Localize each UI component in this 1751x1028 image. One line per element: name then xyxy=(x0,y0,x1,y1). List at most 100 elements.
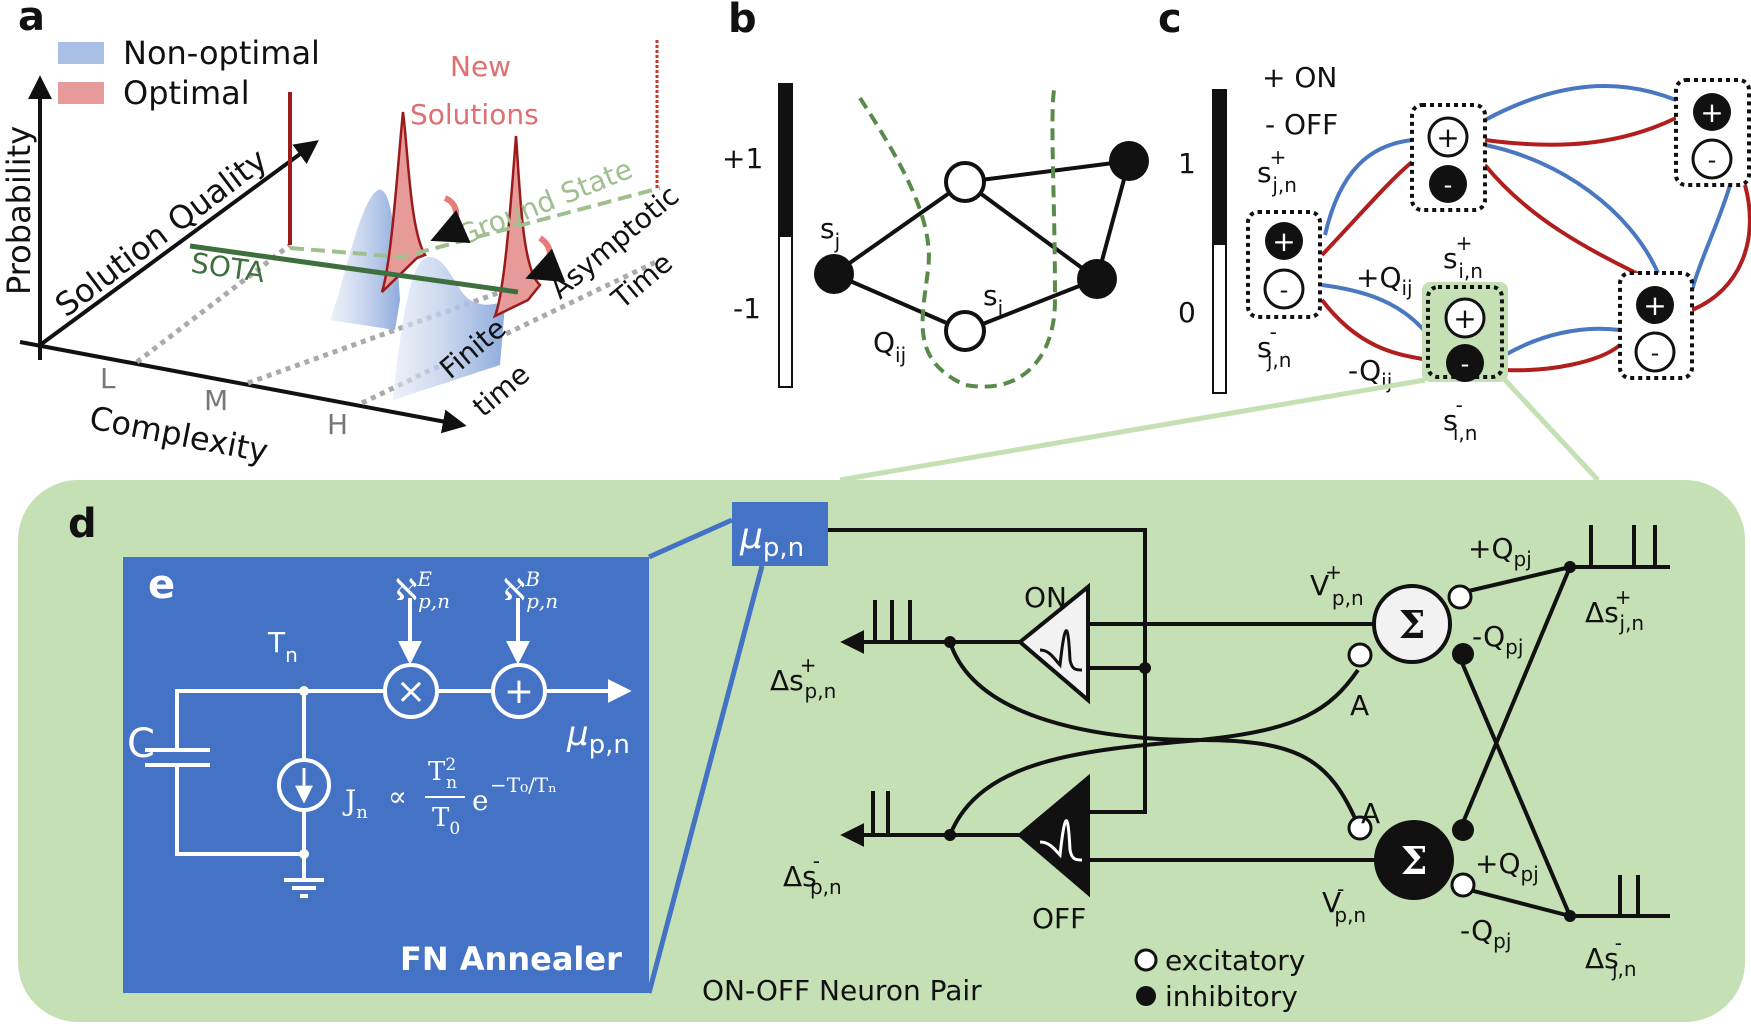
ground-state-line xyxy=(289,186,661,260)
panel-letter-c: c xyxy=(1158,0,1182,42)
legend-swatch-nonoptimal xyxy=(58,42,104,64)
si-plus-label: s+i,n xyxy=(1443,231,1483,283)
spike-waveform-icon xyxy=(1039,819,1083,862)
adder-icon xyxy=(491,663,547,719)
synapse-inhibitory xyxy=(1452,819,1474,841)
probability-axis-label: Probability xyxy=(0,126,38,295)
svg-text:T0: T0 xyxy=(432,803,460,839)
node-top xyxy=(944,161,986,203)
on-label: ON xyxy=(1024,581,1067,614)
v-minus-label: V-p,n xyxy=(1322,877,1366,927)
a-label-bottom: A xyxy=(1361,797,1380,830)
scale-bottom-label: -1 xyxy=(733,292,761,325)
junction-mu xyxy=(1139,662,1151,674)
neuron-pair-wiring xyxy=(828,528,1670,918)
scale-top-label: +1 xyxy=(722,142,763,175)
off-label: OFF xyxy=(1032,902,1086,935)
neuron-pair-right: + - xyxy=(1618,271,1694,380)
svg-text:-: - xyxy=(1444,171,1453,199)
new-solutions-label-line2: Solutions xyxy=(410,98,539,131)
annealer-callout-top xyxy=(647,517,734,560)
ds-minus-j-label: Δs-j,n xyxy=(1585,931,1637,981)
sj-plus-label: s+j,n xyxy=(1257,145,1297,197)
callout-line-left xyxy=(839,377,1426,483)
svg-text:-: - xyxy=(1651,339,1660,367)
synapse-excitatory xyxy=(1450,872,1476,898)
tick-high: H xyxy=(327,408,348,441)
dist-nonoptimal-medium xyxy=(330,189,400,330)
spin-scale-fill xyxy=(779,84,792,237)
sota-line xyxy=(189,243,519,295)
complexity-axis xyxy=(19,340,467,434)
partition-cut-curve xyxy=(858,89,1058,389)
node-top-right xyxy=(1109,141,1149,181)
node-tn xyxy=(299,686,309,696)
a-label-top: A xyxy=(1350,689,1369,722)
junction-off xyxy=(944,829,956,841)
node-sj xyxy=(814,254,854,294)
rate-scale-top: 1 xyxy=(1178,147,1196,180)
synapse-excitatory xyxy=(1347,642,1373,668)
svg-text:T2n: T2n xyxy=(428,755,457,793)
spike-optimal-medium xyxy=(380,111,427,293)
panel-d: d e xyxy=(18,480,1745,1022)
sj-minus-label: s-j,n xyxy=(1257,320,1291,372)
mu-output-label: μp,n xyxy=(566,714,630,760)
svg-text:+: + xyxy=(1453,302,1476,335)
legend-excitatory-icon xyxy=(1134,948,1158,972)
mu-box-label: μp,n xyxy=(739,516,804,563)
tick-medium: M xyxy=(204,384,228,417)
neuron-pair-caption: ON-OFF Neuron Pair xyxy=(702,974,982,1007)
svg-text:+: + xyxy=(1272,225,1295,258)
multiplier-symbol: × xyxy=(396,671,426,712)
solution-quality-axis xyxy=(38,140,319,347)
panel-letter-a: a xyxy=(18,0,45,40)
legend-on: + ON xyxy=(1262,61,1337,94)
legend-inhibitory-icon xyxy=(1136,986,1156,1006)
annealer-circuit xyxy=(145,598,632,898)
q-neg-bottom-label: -Qpj xyxy=(1460,914,1511,953)
fn-annealer-title: FN Annealer xyxy=(400,940,622,978)
svg-text:e: e xyxy=(472,784,489,817)
neuron-pair-si: + - xyxy=(1422,282,1508,382)
synapse-excitatory xyxy=(1347,815,1373,841)
svg-text:-: - xyxy=(1280,276,1289,304)
mu-box xyxy=(732,502,828,566)
junction-ds-plus xyxy=(1564,561,1576,573)
off-neuron xyxy=(1016,773,1090,898)
node-ground xyxy=(299,849,309,859)
node-si xyxy=(944,310,986,352)
new-solutions-label-line1: New xyxy=(450,50,511,83)
plus-q-label: +Qij xyxy=(1356,261,1413,300)
legend-label-nonoptimal: Non-optimal xyxy=(123,34,320,72)
node-si-label: si xyxy=(983,279,1003,320)
complexity-axis-label: Complexity xyxy=(86,399,271,471)
sigma-on: Σ xyxy=(1399,602,1426,647)
synapse-excitatory xyxy=(1447,584,1473,610)
callout-line-right xyxy=(1503,378,1600,482)
dist-nonoptimal-high xyxy=(393,256,505,400)
improvement-arrow-1 xyxy=(430,195,471,243)
v-plus-label: V+p,n xyxy=(1310,560,1364,610)
tick-low: L xyxy=(100,362,116,395)
panel-b: b +1 -1 sj si Qij xyxy=(722,0,1149,389)
svg-text:−T₀/Tₙ: −T₀/Tₙ xyxy=(490,773,557,797)
node-right xyxy=(1077,259,1117,299)
minus-q-label: -Qij xyxy=(1348,354,1392,393)
legend-label-optimal: Optimal xyxy=(123,74,250,112)
spike-trains xyxy=(871,525,1657,916)
ds-minus-p-label: Δs-p,n xyxy=(783,849,842,899)
annealer-callout-bottom xyxy=(646,565,765,994)
solution-quality-axis-label: Solution Quality xyxy=(48,141,274,325)
svg-text:-: - xyxy=(1461,350,1470,378)
svg-text:-: - xyxy=(1708,146,1717,174)
ds-plus-j-label: Δs+j,n xyxy=(1585,585,1644,635)
neuron-pair-top: + - xyxy=(1410,103,1487,212)
on-neuron-active xyxy=(1265,222,1303,260)
on-neuron xyxy=(1016,582,1090,705)
graph-edges xyxy=(832,159,1131,333)
q-pos-bottom-label: +Qpj xyxy=(1475,847,1539,886)
